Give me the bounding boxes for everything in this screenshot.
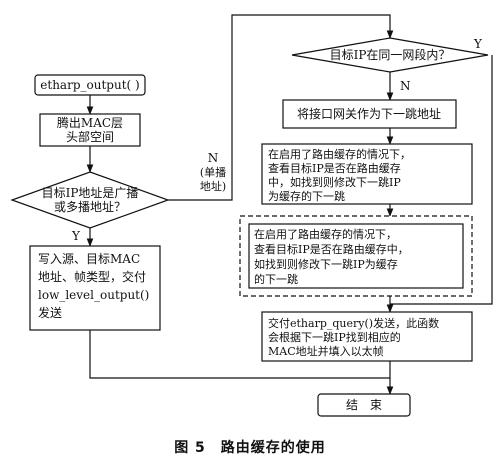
label-n-subnet: N [400, 79, 411, 93]
label-n-unicast-3: 地址) [200, 179, 226, 193]
cache-a-line-3: 中，如找到则修改下一跳IP [268, 175, 401, 189]
broadcast-decision-node: 目标IP地址是广播 或多播地址？ [10, 171, 170, 229]
start-node: etharp_output( ) [34, 74, 146, 96]
label-n-unicast-2: (单播 [200, 165, 226, 179]
cache-b-line-2: 查看目标IP是否在路由缓存中， [254, 242, 409, 256]
write-send-node: 写入源、目标MAC 地址、帧类型，交付 low_level_output() 发… [29, 245, 161, 331]
query-line-1: 交付etharp_query()发送，此函数 [268, 316, 439, 330]
alloc-line-2: 头部空间 [66, 129, 114, 144]
branch-labels: N (单播 地址) Y N Y [71, 37, 483, 243]
arrow-subnet-yes [390, 55, 493, 305]
cache-a-line-4: 为缓存的下一跳 [268, 189, 345, 203]
gateway-node: 将接口网关作为下一跳地址 [282, 99, 457, 129]
label-y-subnet: Y [473, 37, 483, 51]
write-line-4: 发送 [38, 305, 62, 320]
query-line-2: 会根据下一跳IP找到相应的 [268, 330, 401, 344]
cache-b-line-4: 的下一跳 [254, 272, 298, 286]
write-line-2: 地址、帧类型，交付 [38, 269, 146, 284]
alloc-line-1: 腾出MAC层 [57, 115, 123, 130]
cache-a-line-1: 在启用了路由缓存的情况下， [268, 147, 411, 161]
connectors [86, 14, 493, 395]
cache-a-line-2: 查看目标IP是否在路由缓存 [268, 161, 401, 175]
query-line-3: MAC地址并填入以太帧 [268, 344, 384, 358]
end-node: 结 束 [317, 393, 411, 417]
arrow-write-to-end [89, 330, 390, 379]
subnet-decision-node: 目标IP在同一网段内？ [291, 37, 489, 73]
cache-node-a: 在启用了路由缓存的情况下， 查看目标IP是否在路由缓存 中，如找到则修改下一跳I… [261, 143, 473, 205]
bcast-line-2: 或多播地址？ [54, 200, 126, 214]
label-n-unicast: N [208, 151, 219, 165]
cache-b-line-3: 如找到则修改下一跳IP为缓存 [254, 257, 398, 271]
query-node: 交付etharp_query()发送，此函数 会根据下一跳IP找到相应的 MAC… [261, 311, 473, 362]
arrow-decision-no [168, 14, 394, 201]
cache-node-b: 在启用了路由缓存的情况下， 查看目标IP是否在路由缓存中， 如找到则修改下一跳I… [239, 215, 473, 297]
bcast-line-1: 目标IP地址是广播 [42, 186, 139, 200]
write-line-3: low_level_output() [38, 288, 149, 302]
gateway-label: 将接口网关作为下一跳地址 [297, 106, 441, 121]
start-label: etharp_output( ) [40, 78, 139, 92]
label-y-bcast: Y [71, 229, 81, 243]
write-line-1: 写入源、目标MAC [38, 252, 140, 266]
end-label: 结 束 [346, 398, 382, 412]
subnet-label: 目标IP在同一网段内？ [330, 47, 451, 62]
figure-caption: 图 5 路由缓存的使用 [174, 439, 326, 456]
cache-b-line-1: 在启用了路由缓存的情况下， [254, 227, 397, 241]
alloc-node: 腾出MAC层 头部空间 [39, 113, 141, 147]
